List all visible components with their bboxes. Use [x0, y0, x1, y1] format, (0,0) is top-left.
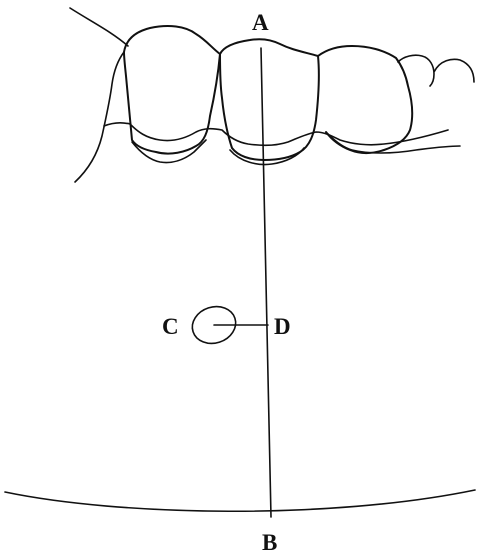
gingival-margin	[104, 123, 448, 146]
gum-line-left	[70, 8, 128, 46]
label-c: C	[162, 314, 179, 339]
bottom-arc	[5, 490, 475, 511]
left-tooth	[124, 26, 220, 154]
right-molar-cusps	[398, 55, 474, 86]
lower-tissue-line	[132, 140, 206, 163]
label-d: D	[274, 314, 291, 339]
gum-line-lower-left	[75, 52, 124, 182]
line-a-b	[261, 48, 271, 517]
label-b: B	[262, 530, 277, 554]
label-a: A	[252, 10, 269, 35]
center-tooth	[220, 39, 319, 160]
